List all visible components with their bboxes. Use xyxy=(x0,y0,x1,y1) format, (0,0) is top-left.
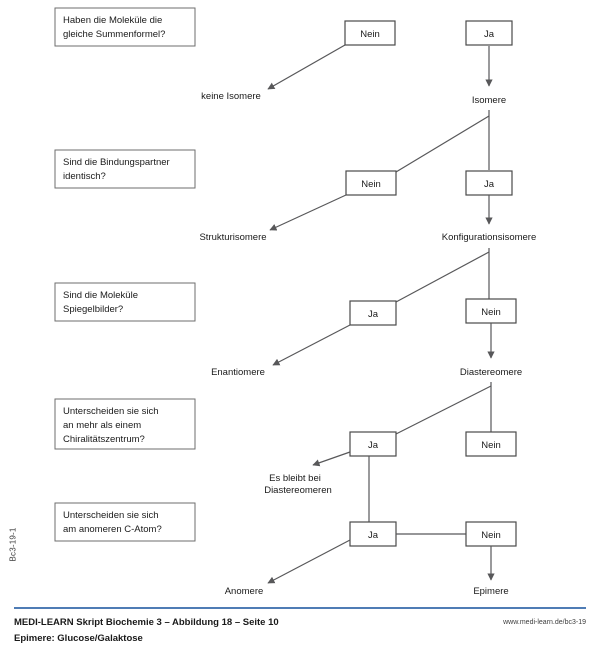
outcome-es-bleibt-line-2: Diastereomeren xyxy=(264,485,332,496)
decision-2-nein-label: Nein xyxy=(361,179,381,190)
question-5-line-2: am anomeren C-Atom? xyxy=(63,524,162,535)
question-box-5: Unterscheiden sie sich am anomeren C-Ato… xyxy=(54,502,196,542)
decision-box-4-nein[interactable]: Nein xyxy=(465,431,517,457)
question-box-2: Sind die Bindungspartner identisch? xyxy=(54,149,196,189)
outcome-strukturisomere: Strukturisomere xyxy=(199,232,266,243)
decision-box-5-nein[interactable]: Nein xyxy=(465,521,517,547)
question-2-line-2: identisch? xyxy=(63,171,106,182)
decision-5-nein-label: Nein xyxy=(481,530,501,541)
decision-4-nein-label: Nein xyxy=(481,440,501,451)
decision-box-1-nein[interactable]: Nein xyxy=(344,20,396,46)
question-4-line-2: an mehr als einem xyxy=(63,420,141,431)
decision-box-2-nein[interactable]: Nein xyxy=(345,170,397,196)
decision-1-ja-label: Ja xyxy=(484,29,495,40)
question-box-1: Haben die Moleküle die gleiche Summenfor… xyxy=(54,7,196,47)
question-4-line-1: Unterscheiden sie sich xyxy=(63,406,159,417)
decision-1-nein-label: Nein xyxy=(360,29,380,40)
decision-4-ja-label: Ja xyxy=(368,440,379,451)
outcome-keine-isomere: keine Isomere xyxy=(201,91,261,102)
question-5-line-1: Unterscheiden sie sich xyxy=(63,510,159,521)
question-1-line-1: Haben die Moleküle die xyxy=(63,15,162,26)
decision-box-2-ja[interactable]: Ja xyxy=(465,170,513,196)
decision-3-ja-label: Ja xyxy=(368,309,379,320)
question-3-line-2: Spiegelbilder? xyxy=(63,304,123,315)
outcome-isomere: Isomere xyxy=(472,95,506,106)
outcome-es-bleibt-line-1: Es bleibt bei xyxy=(269,473,321,484)
decision-box-3-ja[interactable]: Ja xyxy=(349,300,397,326)
decision-box-3-nein[interactable]: Nein xyxy=(465,298,517,324)
outcome-epimere: Epimere xyxy=(473,586,508,597)
footer-url[interactable]: www.medi-learn.de/bc3-19 xyxy=(503,619,586,626)
footer-caption: Epimere: Glucose/Galaktose xyxy=(14,633,143,644)
question-3-line-1: Sind die Moleküle xyxy=(63,290,138,301)
footer-divider xyxy=(14,607,586,609)
question-box-4: Unterscheiden sie sich an mehr als einem… xyxy=(54,398,196,450)
question-box-3: Sind die Moleküle Spiegelbilder? xyxy=(54,282,196,322)
outcome-konfigurationsisomere: Konfigurationsisomere xyxy=(442,232,537,243)
decision-box-4-ja[interactable]: Ja xyxy=(349,431,397,457)
question-2-line-1: Sind die Bindungspartner xyxy=(63,157,170,168)
outcome-enantiomere: Enantiomere xyxy=(211,367,265,378)
decision-box-5-ja[interactable]: Ja xyxy=(349,521,397,547)
footer-credit: MEDI-LEARN Skript Biochemie 3 – Abbildun… xyxy=(14,617,279,628)
outcome-diastereomere: Diastereomere xyxy=(460,367,522,378)
question-1-line-2: gleiche Summenformel? xyxy=(63,29,165,40)
decision-box-1-ja[interactable]: Ja xyxy=(465,20,513,46)
decision-5-ja-label: Ja xyxy=(368,530,379,541)
figure-side-label: Bc3-19-1 xyxy=(8,527,18,562)
outcome-anomere: Anomere xyxy=(225,586,264,597)
figure-footer: MEDI-LEARN Skript Biochemie 3 – Abbildun… xyxy=(0,607,600,651)
question-4-line-3: Chiralitätszentrum? xyxy=(63,434,145,445)
decision-2-ja-label: Ja xyxy=(484,179,495,190)
decision-3-nein-label: Nein xyxy=(481,307,501,318)
